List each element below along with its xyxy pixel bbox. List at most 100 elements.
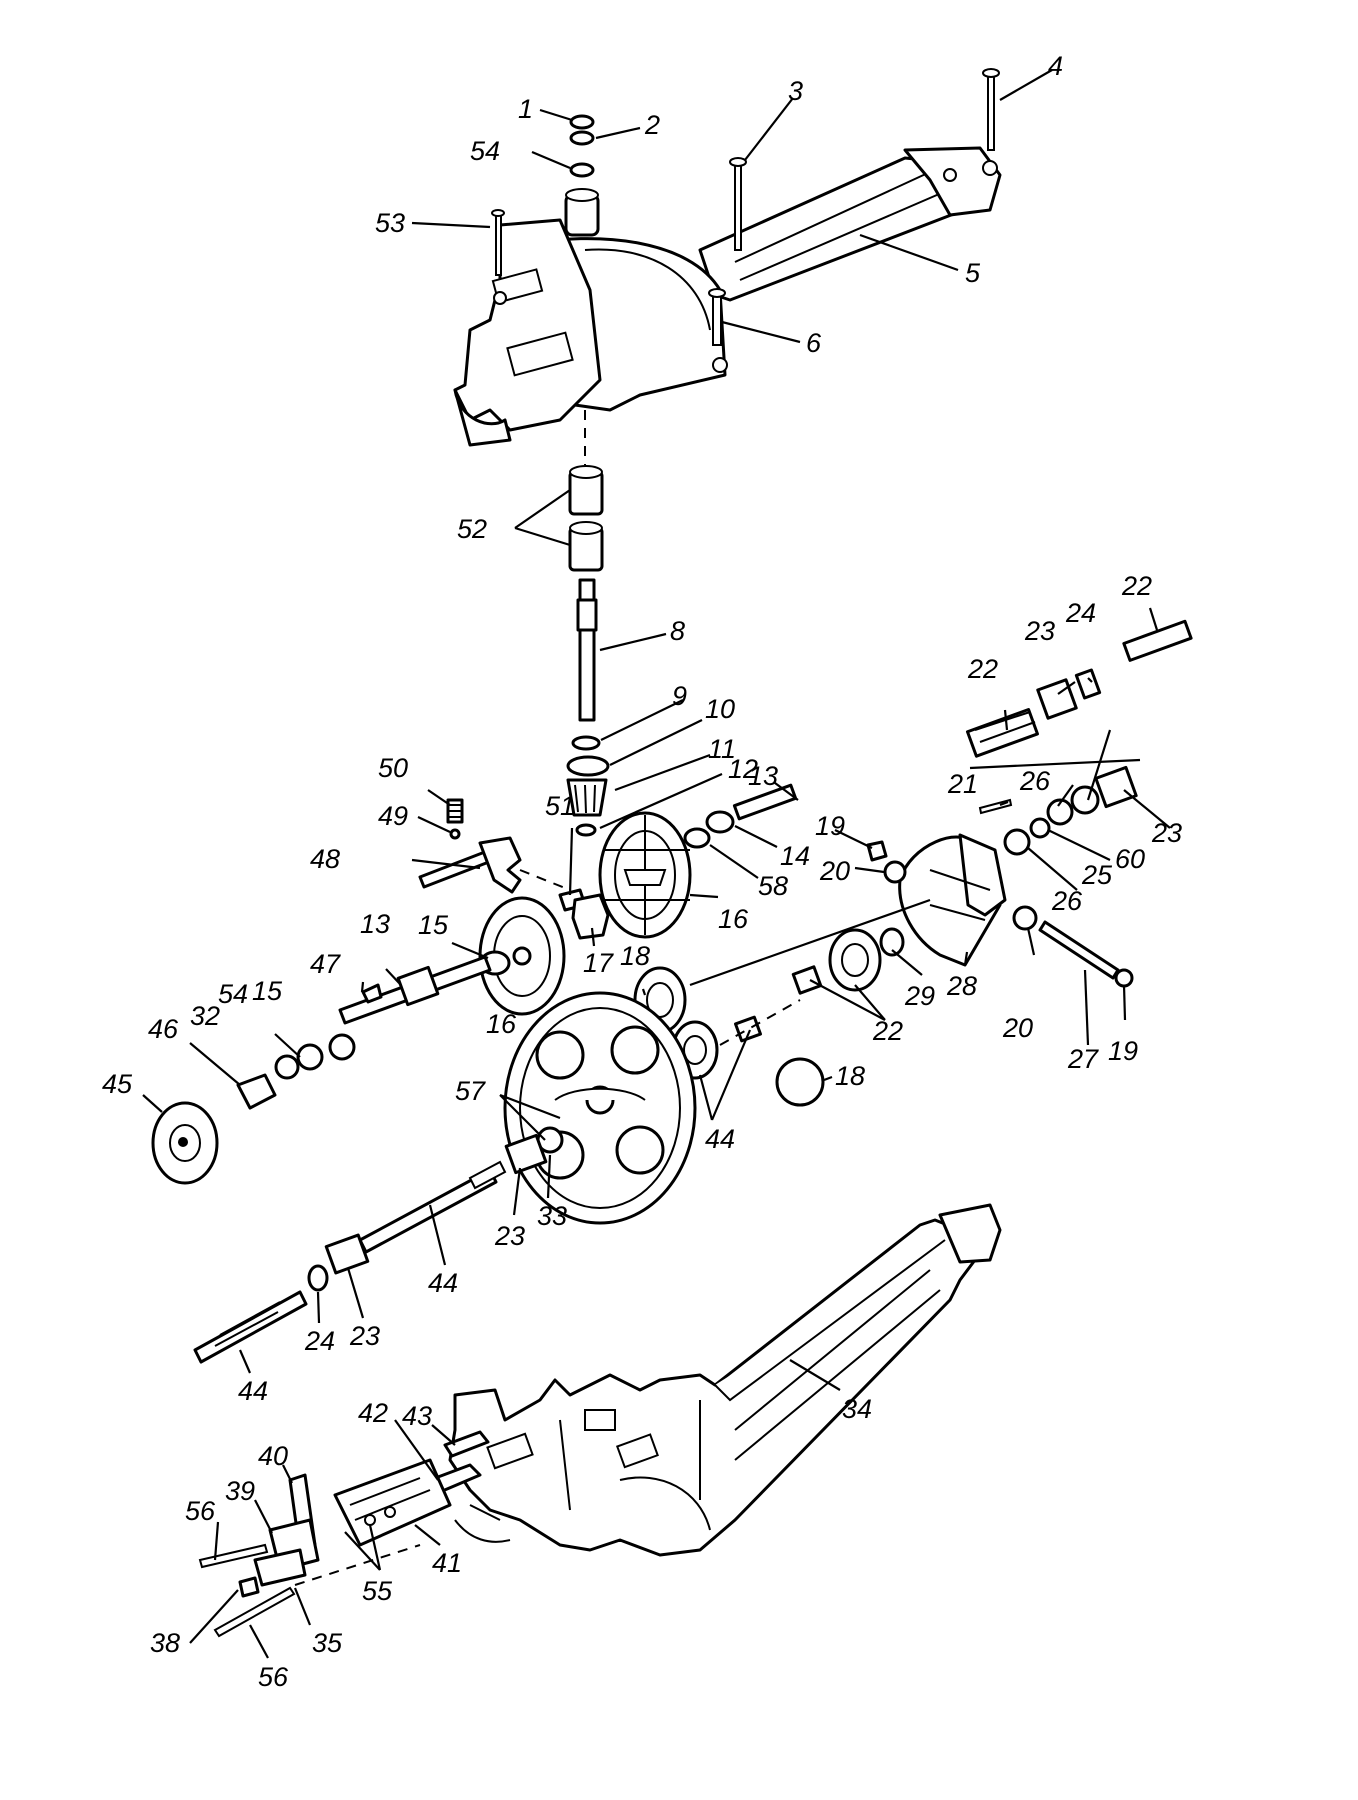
label-46: 46 bbox=[148, 1014, 179, 1044]
upper-housing bbox=[453, 146, 1002, 447]
label-34: 34 bbox=[842, 1394, 872, 1424]
label-57: 57 bbox=[455, 1076, 486, 1106]
shift-rod-48 bbox=[418, 848, 496, 889]
spacer-58 bbox=[683, 827, 711, 849]
spider-gear-18-bottom bbox=[775, 1057, 825, 1107]
nut-19-top bbox=[866, 840, 888, 862]
label-28: 28 bbox=[946, 971, 977, 1001]
axle-22-top bbox=[1122, 619, 1193, 662]
label-24-lower: 24 bbox=[304, 1326, 335, 1356]
label-22-mid: 22 bbox=[967, 654, 998, 684]
label-50: 50 bbox=[378, 753, 408, 783]
leader-lines bbox=[142, 69, 1171, 1659]
label-3: 3 bbox=[788, 76, 803, 106]
washer-20-top bbox=[883, 860, 907, 884]
label-23-right: 23 bbox=[1151, 818, 1182, 848]
washer-32 bbox=[274, 1054, 300, 1080]
spacer-44 bbox=[734, 1015, 762, 1043]
label-16-bevel: 16 bbox=[718, 904, 749, 934]
bolt-6 bbox=[712, 294, 722, 346]
label-43: 43 bbox=[402, 1401, 432, 1431]
label-14: 14 bbox=[780, 841, 810, 871]
label-1: 1 bbox=[518, 94, 533, 124]
label-23-mid: 23 bbox=[494, 1221, 525, 1251]
label-11: 11 bbox=[708, 734, 736, 764]
label-48: 48 bbox=[310, 844, 340, 874]
washer-60 bbox=[1070, 785, 1100, 815]
label-33: 33 bbox=[537, 1201, 567, 1231]
washer-10 bbox=[566, 755, 610, 777]
label-40: 40 bbox=[258, 1441, 288, 1471]
label-38: 38 bbox=[150, 1628, 180, 1658]
key-47 bbox=[361, 983, 383, 1004]
label-23-top: 23 bbox=[1024, 616, 1055, 646]
bushing-23-right bbox=[1094, 765, 1138, 809]
label-19-bottom: 19 bbox=[1108, 1036, 1138, 1066]
plate-41 bbox=[333, 1458, 452, 1547]
spacer-38 bbox=[238, 1576, 260, 1598]
label-47: 47 bbox=[310, 949, 341, 979]
label-60: 60 bbox=[1115, 844, 1145, 874]
label-29: 29 bbox=[904, 981, 935, 1011]
nut-19-bottom bbox=[1114, 968, 1134, 988]
bushing-23-lower bbox=[324, 1233, 370, 1275]
ball-49 bbox=[449, 828, 461, 840]
clip-12 bbox=[575, 823, 597, 837]
bushing-23-top bbox=[1036, 678, 1078, 720]
washer-26-top bbox=[1046, 798, 1074, 826]
ring-gear-57 bbox=[503, 991, 697, 1225]
label-54-left: 54 bbox=[218, 979, 248, 1009]
label-55: 55 bbox=[362, 1576, 393, 1606]
label-52: 52 bbox=[457, 514, 487, 544]
label-41: 41 bbox=[432, 1548, 462, 1578]
label-5: 5 bbox=[965, 258, 981, 288]
ring-9 bbox=[571, 735, 601, 751]
label-51: 51 bbox=[545, 791, 575, 821]
label-56-bottom: 56 bbox=[258, 1662, 289, 1692]
washer-25 bbox=[1029, 817, 1051, 839]
gear-on-shaft bbox=[396, 965, 440, 1007]
label-54-top: 54 bbox=[470, 136, 500, 166]
bushing-23-mid bbox=[504, 1133, 548, 1175]
label-22-top: 22 bbox=[1121, 571, 1152, 601]
label-44-shaft: 44 bbox=[428, 1268, 458, 1298]
label-12: 12 bbox=[728, 754, 758, 784]
washer-2 bbox=[569, 130, 595, 146]
plate-43 bbox=[443, 1430, 490, 1458]
label-20-bottom: 20 bbox=[1002, 1013, 1033, 1043]
label-35: 35 bbox=[312, 1628, 343, 1658]
label-56-top: 56 bbox=[185, 1496, 216, 1526]
ring-24-top bbox=[1074, 668, 1102, 700]
washer-54-top bbox=[569, 162, 595, 178]
shift-assembly bbox=[418, 798, 610, 940]
label-16-spur: 16 bbox=[486, 1009, 517, 1039]
label-18-bottom: 18 bbox=[835, 1061, 865, 1091]
shift-collar-17 bbox=[571, 893, 610, 940]
bolt-27 bbox=[1038, 920, 1120, 980]
label-58: 58 bbox=[758, 871, 788, 901]
lower-shaft-assembly bbox=[193, 1126, 564, 1364]
label-4: 4 bbox=[1048, 51, 1063, 81]
ring-24-lower bbox=[307, 1264, 329, 1292]
part-labels: 1 2 54 3 4 53 5 6 52 8 9 10 11 12 13 14 … bbox=[102, 51, 1182, 1692]
shift-fork bbox=[478, 836, 522, 894]
pin-56-top bbox=[198, 1543, 269, 1569]
label-27: 27 bbox=[1067, 1044, 1099, 1074]
label-45: 45 bbox=[102, 1069, 133, 1099]
label-24-top: 24 bbox=[1065, 598, 1096, 628]
label-18-top: 18 bbox=[620, 941, 650, 971]
pin-56-bottom bbox=[213, 1586, 296, 1638]
label-2: 2 bbox=[644, 110, 660, 140]
spacer-22 bbox=[791, 965, 823, 995]
label-19-top: 19 bbox=[815, 811, 845, 841]
label-20-top: 20 bbox=[819, 856, 850, 886]
lower-housing-34 bbox=[448, 1203, 1002, 1557]
label-8: 8 bbox=[670, 616, 685, 646]
top-fasteners bbox=[491, 68, 1000, 346]
pin-55 bbox=[364, 1514, 376, 1526]
label-6: 6 bbox=[806, 328, 822, 358]
label-26-top: 26 bbox=[1019, 766, 1051, 796]
right-side-assembly bbox=[633, 619, 1193, 1107]
label-26-bottom: 26 bbox=[1051, 886, 1083, 916]
